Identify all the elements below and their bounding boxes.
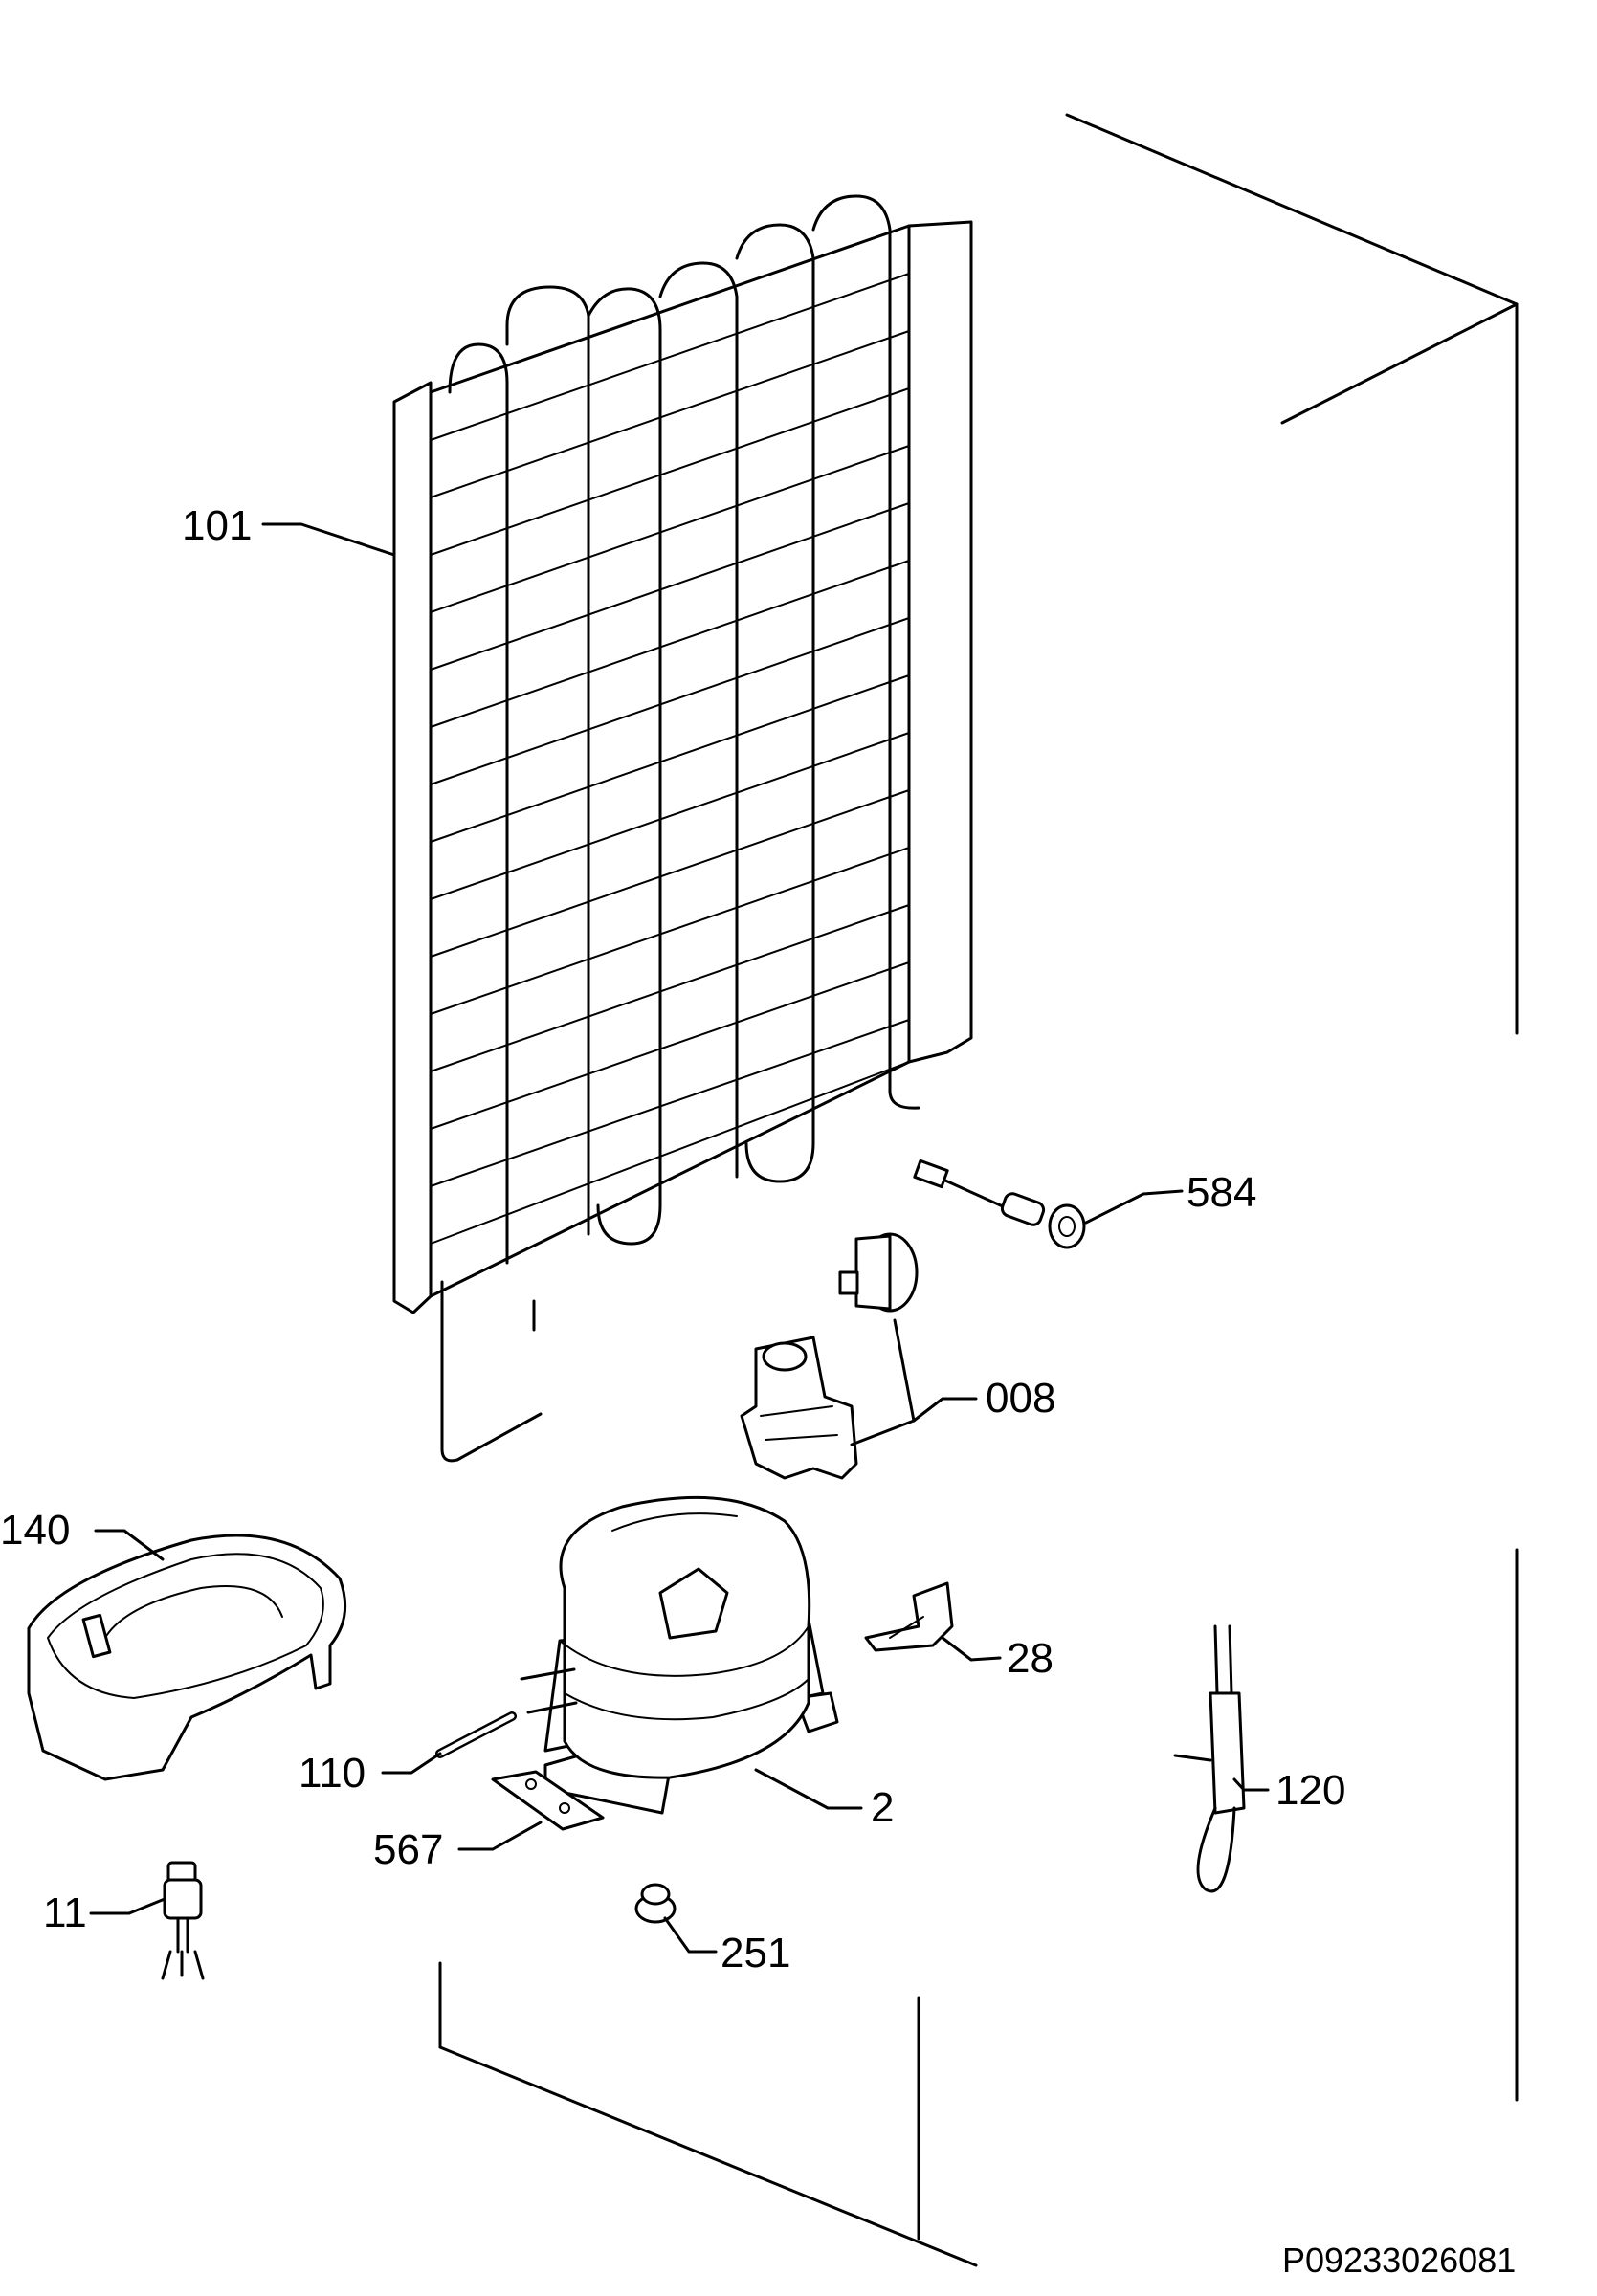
part-label-567: 567 [373,1826,444,1873]
part-label-11: 11 [43,1889,87,1936]
drip-tray [27,1534,347,1781]
clip [864,1581,954,1652]
mounting-plate [491,1770,605,1831]
part-label-140: 140 [0,1507,71,1554]
part-label-251: 251 [721,1930,791,1976]
part-label-101: 101 [182,502,253,549]
tube [435,1711,517,1758]
grommet [634,1883,677,1924]
cabinet-outline [438,113,1519,2267]
drawing-code: P09233026081 [1282,2241,1517,2280]
part-label-120: 120 [1275,1767,1346,1814]
part-label-28: 28 [1007,1635,1054,1682]
relay-and-protector [740,1232,919,1480]
valve [161,1861,205,1980]
overload-cable [913,1159,1086,1249]
part-label-008: 008 [986,1375,1056,1422]
leader-lines [89,522,1270,1954]
filter-drier [1173,1624,1246,1893]
part-label-584: 584 [1187,1169,1257,1216]
condenser [392,194,973,1463]
part-label-110: 110 [299,1750,366,1797]
compressor [520,1495,839,1815]
part-label-2: 2 [871,1784,895,1831]
